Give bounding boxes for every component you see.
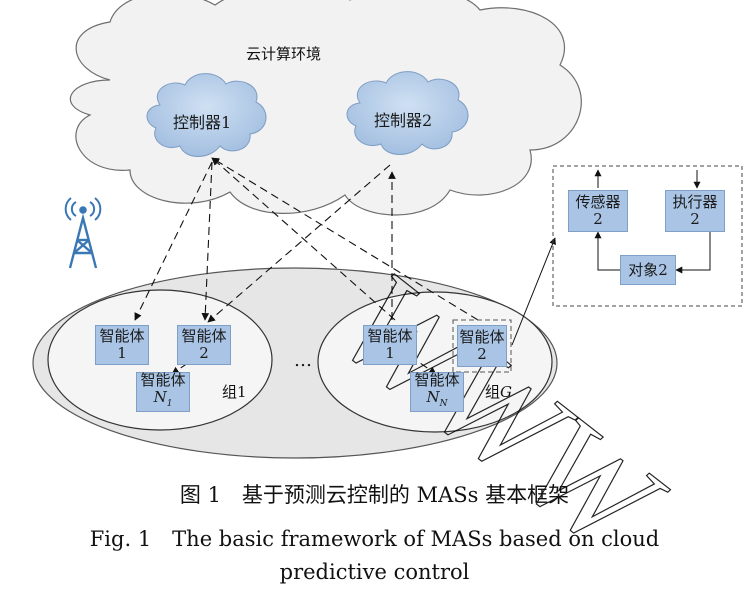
agent-sub: N [439,398,448,409]
agent-label: 智能体 [414,370,460,389]
agent-index: 2 [199,344,209,362]
agent-label: 智能体 [459,328,505,346]
agent-index: 2 [477,345,487,363]
group-g-agent-2: 智能体 2 [457,325,507,367]
actuator-index: 2 [690,210,700,228]
cloud-shape [69,0,582,216]
link-ctrl1-g1a2 [201,161,213,321]
controller-1-cloud [146,73,267,157]
controller-2-cloud [346,71,469,155]
group-1-agent-n: 智能体 N1 [136,370,190,413]
agent-label: 智能体 [140,370,186,389]
cloud-label: 云计算环境 [246,45,322,63]
connector-to-plant [511,237,556,346]
caption-english-line-2: predictive control [279,560,470,584]
agent-index: N1 [153,387,173,413]
arrow-plant-to-sensor [594,231,620,271]
group-g-label-var: G [500,383,512,401]
group-g-agent-1: 智能体 1 [363,325,417,365]
group-g-agent-n: 智能体 NN [410,370,464,413]
actuator-node: 执行器 2 [665,190,725,232]
caption-chinese: 图 1 基于预测云控制的 MASs 基本框架 [179,483,570,507]
agent-label: 智能体 [99,327,145,345]
agent-var: N [426,387,440,406]
link-ctrl1-g1a1 [134,161,213,321]
ellipsis: … [294,350,312,371]
controller-2-label: 控制器2 [374,111,433,130]
arrow-actuator-to-plant [675,232,711,274]
agent-label: 智能体 [181,327,227,345]
agent-sub: 1 [166,398,173,409]
sensor-node: 传感器 2 [568,190,628,232]
antenna-tower-icon [64,197,102,269]
link-ctrl1-gga1 [211,157,396,321]
plant-node: 对象2 [620,255,676,285]
group-g-label: 组G [485,381,512,402]
caption-english-line-1: Fig. 1 The basic framework of MASs based… [89,527,660,551]
agent-index: 1 [117,344,127,362]
agent-index: 1 [385,344,395,362]
agent-label: 智能体 [367,327,413,345]
group-1-label: 组1 [222,383,247,401]
controller-1-label: 控制器1 [173,113,232,132]
sensor-label: 传感器 [575,193,621,211]
highlight-box [452,319,512,373]
plant-detail-box [552,165,743,307]
agent-var: N [153,387,167,406]
agent-index: NN [426,387,448,413]
actuator-label: 执行器 [672,193,718,211]
group-1-agent-2: 智能体 2 [177,325,231,365]
plant-label: 对象2 [628,260,668,279]
sensor-index: 2 [593,210,603,228]
group-g-label-prefix: 组 [485,383,501,401]
link-ctrl2-g1a2 [207,164,391,323]
group-1-agent-1: 智能体 1 [95,325,149,365]
